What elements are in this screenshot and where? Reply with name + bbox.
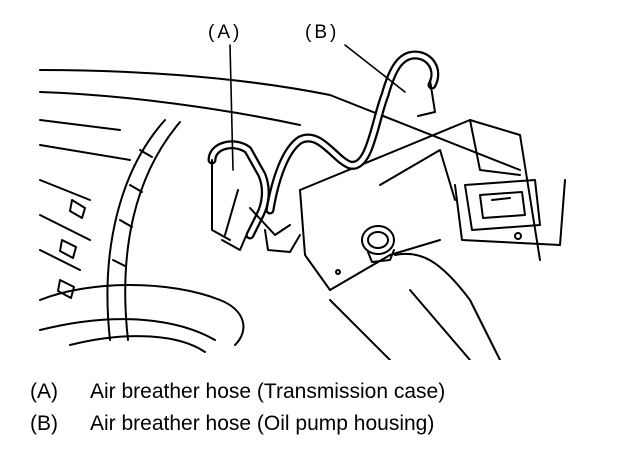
- legend-key: (A): [30, 380, 58, 403]
- lower-rail: [329, 252, 501, 360]
- callout-label-b: (B): [305, 22, 340, 43]
- leader-line-a: [229, 44, 234, 171]
- callout-label-a: (A): [208, 22, 243, 43]
- transmission-housing-outline: [39, 69, 521, 353]
- legend: (A) Air breather hose (Transmission case…: [30, 376, 445, 440]
- leader-line-b: [344, 44, 406, 93]
- legend-text: Air breather hose (Transmission case): [90, 380, 446, 403]
- legend-item: (B) Air breather hose (Oil pump housing): [30, 408, 445, 440]
- breather-hose-illustration: [39, 44, 566, 360]
- air-breather-hose-b: [249, 50, 440, 253]
- legend-key: (B): [30, 412, 58, 435]
- hose-bracket: [299, 119, 541, 291]
- instrument-panel-curve: [57, 119, 181, 341]
- air-breather-hose-a: [207, 140, 270, 251]
- callout-leaders: [229, 44, 406, 171]
- legend-item: (A) Air breather hose (Transmission case…: [30, 376, 445, 408]
- switch-connector: [454, 179, 566, 246]
- legend-text: Air breather hose (Oil pump housing): [90, 412, 435, 435]
- mounting-bolt: [361, 225, 395, 263]
